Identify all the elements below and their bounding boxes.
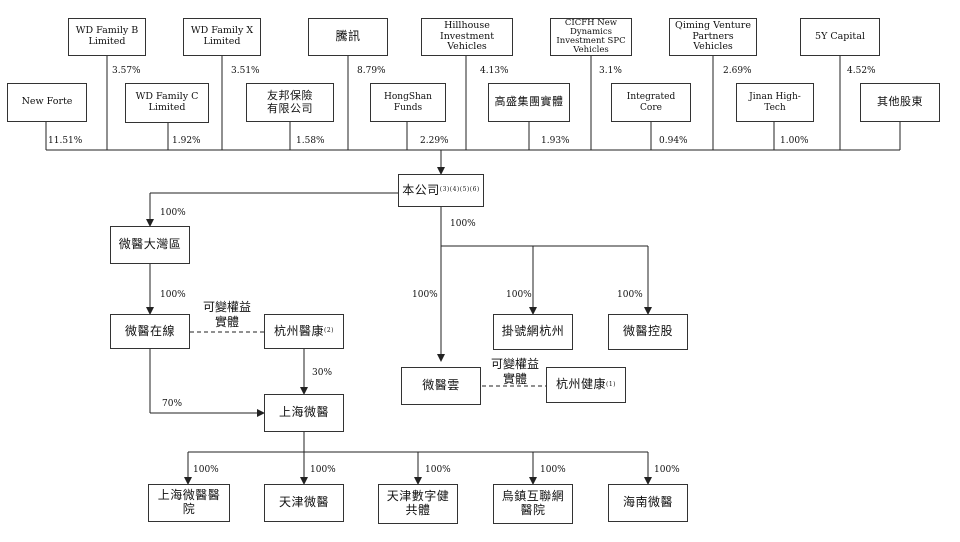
entity-weiyi-holding: 微醫控股 bbox=[608, 314, 688, 350]
pct-cloud-branch: 100% bbox=[450, 219, 476, 229]
hangzhou-jiankang-name: 杭州健康 bbox=[555, 377, 606, 392]
pct-guahao: 100% bbox=[506, 290, 532, 300]
entity-shanghai-weiyi: 上海微醫 bbox=[264, 394, 344, 432]
pct-online-sh: 70% bbox=[162, 399, 183, 409]
entity-wuzhen-hospital: 烏鎮互聯網 醫院 bbox=[493, 484, 573, 524]
shareholder-5y-capital: 5Y Capital bbox=[800, 18, 880, 56]
entity-weiyi-cloud: 微醫雲 bbox=[401, 367, 481, 405]
pct-qiming: 2.69% bbox=[723, 66, 752, 76]
pct-child-1: 100% bbox=[193, 465, 219, 475]
pct-new-forte: 11.51% bbox=[48, 136, 83, 146]
shareholder-goldman: 高盛集團實體 bbox=[488, 83, 570, 122]
pct-5y-capital: 4.52% bbox=[847, 66, 876, 76]
entity-hangzhou-yikang: 杭州醫康(2) bbox=[264, 314, 344, 349]
pct-bay: 100% bbox=[160, 208, 186, 218]
hangzhou-yikang-name: 杭州醫康 bbox=[273, 323, 324, 338]
shareholder-wd-family-c: WD Family C Limited bbox=[125, 83, 209, 123]
entity-weiyi-online: 微醫在線 bbox=[110, 314, 190, 349]
pct-goldman: 1.93% bbox=[541, 136, 570, 146]
entity-hangzhou-jiankang: 杭州健康(1) bbox=[546, 367, 626, 403]
shareholder-qiming: Qiming Venture Partners Vehicles bbox=[669, 18, 757, 56]
company-note: (3)(4)(5)(6) bbox=[439, 186, 480, 194]
entity-tianjin-digital: 天津數字健 共體 bbox=[378, 484, 458, 524]
entity-weiyi-bay: 微醫大灣區 bbox=[110, 226, 190, 264]
shareholder-wd-family-x: WD Family X Limited bbox=[183, 18, 261, 56]
pct-cicfh: 3.1% bbox=[599, 66, 622, 76]
entity-sh-hospital: 上海微醫醫院 bbox=[148, 484, 230, 522]
hangzhou-jiankang-note: (1) bbox=[606, 380, 616, 388]
vie-label-right: 可變權益 實體 bbox=[490, 357, 539, 386]
shareholder-tencent: 騰訊 bbox=[308, 18, 388, 56]
pct-child-4: 100% bbox=[540, 465, 566, 475]
company-name: 本公司 bbox=[402, 182, 440, 197]
shareholder-new-forte: New Forte bbox=[7, 83, 87, 122]
pct-holding: 100% bbox=[617, 290, 643, 300]
shareholder-cicfh: CICFH New Dynamics Investment SPC Vehicl… bbox=[550, 18, 632, 56]
pct-aia: 1.58% bbox=[296, 136, 325, 146]
shareholder-others: 其他股東 bbox=[860, 83, 940, 122]
pct-wd-family-x: 3.51% bbox=[231, 66, 260, 76]
hangzhou-yikang-note: (2) bbox=[324, 327, 334, 335]
vie-label-left: 可變權益 實體 bbox=[202, 300, 251, 329]
pct-wd-family-c: 1.92% bbox=[172, 136, 201, 146]
pct-integrated-core: 0.94% bbox=[659, 136, 688, 146]
pct-child-3: 100% bbox=[425, 465, 451, 475]
pct-hongshan: 2.29% bbox=[420, 136, 449, 146]
pct-tencent: 8.79% bbox=[357, 66, 386, 76]
pct-child-2: 100% bbox=[310, 465, 336, 475]
shareholder-aia: 友邦保險 有限公司 bbox=[246, 83, 334, 122]
shareholder-integrated-core: Integrated Core bbox=[611, 83, 691, 122]
pct-hillhouse: 4.13% bbox=[480, 66, 509, 76]
entity-hainan-weiyi: 海南微醫 bbox=[608, 484, 688, 522]
pct-online: 100% bbox=[160, 290, 186, 300]
pct-jinan-hightech: 1.00% bbox=[780, 136, 809, 146]
shareholder-wd-family-b: WD Family B Limited bbox=[68, 18, 146, 56]
shareholder-hongshan: HongShan Funds bbox=[370, 83, 446, 122]
company-box: 本公司(3)(4)(5)(6) bbox=[398, 174, 484, 207]
entity-tianjin-weiyi: 天津微醫 bbox=[264, 484, 344, 522]
shareholder-hillhouse: Hillhouse Investment Vehicles bbox=[421, 18, 513, 56]
shareholder-jinan-hightech: Jinan High-Tech bbox=[736, 83, 814, 122]
pct-child-5: 100% bbox=[654, 465, 680, 475]
pct-wd-family-b: 3.57% bbox=[112, 66, 141, 76]
pct-cloud: 100% bbox=[412, 290, 438, 300]
pct-yikang-sh: 30% bbox=[312, 368, 333, 378]
entity-guahao-hangzhou: 掛號網杭州 bbox=[493, 314, 573, 350]
